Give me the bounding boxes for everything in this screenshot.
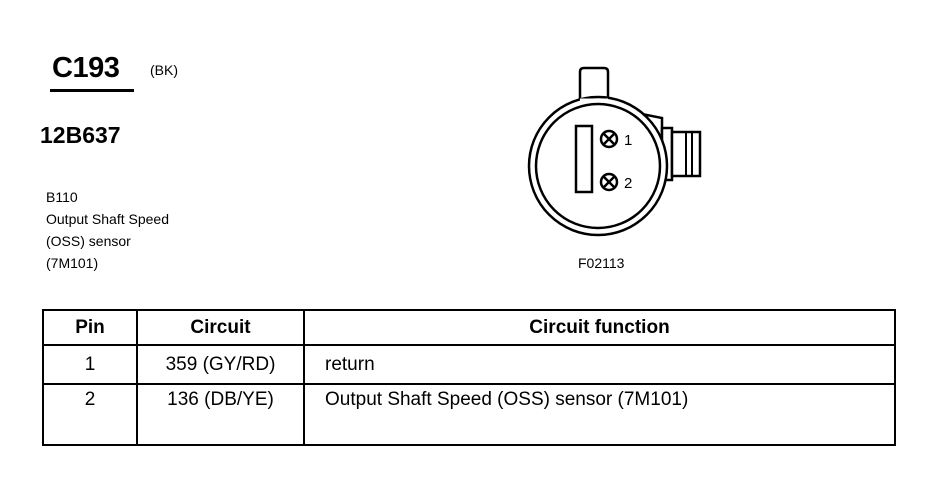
table-header-row: Pin Circuit Circuit function: [42, 309, 896, 346]
connector-id: C193: [52, 52, 120, 84]
latch-tab: [578, 66, 610, 100]
header-circuit-function: Circuit function: [303, 309, 896, 346]
figure-id: F02113: [578, 255, 625, 271]
header-circuit: Circuit: [136, 309, 305, 346]
connector-color: (BK): [150, 62, 178, 78]
component-description: B110 Output Shaft Speed (OSS) sensor (7M…: [46, 186, 169, 274]
pin-1-label: 1: [624, 132, 632, 149]
connector-body: [527, 95, 669, 237]
table-row: 1 359 (GY/RD) return: [42, 344, 896, 385]
part-number: 12B637: [40, 122, 121, 148]
header-pin: Pin: [42, 309, 138, 346]
connector-id-underline: [50, 89, 134, 92]
pin-2-label: 2: [624, 175, 632, 192]
pin-cell: 1: [42, 344, 138, 385]
component-name-line1: Output Shaft Speed: [46, 211, 169, 227]
component-code: B110: [46, 189, 78, 205]
pin-table: Pin Circuit Circuit function 1 359 (GY/R…: [42, 309, 896, 446]
circuit-cell: 136 (DB/YE): [136, 383, 305, 446]
connector-face-diagram: 1 2: [527, 66, 702, 237]
function-cell: return: [303, 344, 896, 385]
component-name-line2: (OSS) sensor: [46, 233, 131, 249]
function-cell: Output Shaft Speed (OSS) sensor (7M101): [303, 383, 896, 446]
polarizing-key: [574, 124, 594, 194]
pin-cell: 2: [42, 383, 138, 446]
pin-1-terminal: [599, 129, 619, 149]
component-part-number: (7M101): [46, 255, 99, 271]
circuit-cell: 359 (GY/RD): [136, 344, 305, 385]
table-row: 2 136 (DB/YE) Output Shaft Speed (OSS) s…: [42, 383, 896, 446]
pin-2-terminal: [599, 172, 619, 192]
